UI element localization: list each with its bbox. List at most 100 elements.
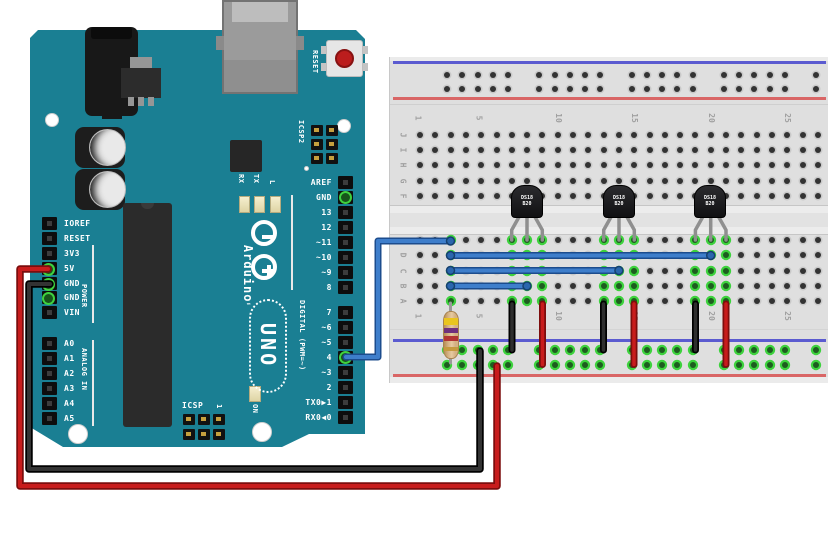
rail-hole[interactable] xyxy=(736,72,743,78)
breadboard-hole[interactable] xyxy=(585,162,592,169)
breadboard-hole[interactable] xyxy=(462,267,469,274)
breadboard-hole[interactable] xyxy=(784,298,791,305)
rail-hole[interactable] xyxy=(736,347,743,353)
rail-hole[interactable] xyxy=(751,362,758,368)
breadboard-hole[interactable] xyxy=(814,237,821,243)
rail-hole[interactable] xyxy=(720,72,727,78)
digital-pin-2[interactable] xyxy=(338,380,353,394)
rail-hole[interactable] xyxy=(628,362,635,368)
breadboard-hole[interactable] xyxy=(493,282,500,289)
breadboard-hole[interactable] xyxy=(707,147,714,154)
breadboard-hole[interactable] xyxy=(784,237,791,243)
breadboard-hole[interactable] xyxy=(462,282,469,289)
breadboard-hole[interactable] xyxy=(570,237,576,243)
breadboard-hole[interactable] xyxy=(784,162,791,169)
breadboard-hole[interactable] xyxy=(417,132,423,138)
breadboard-hole[interactable] xyxy=(462,147,469,154)
breadboard-hole[interactable] xyxy=(661,267,668,274)
breadboard-hole[interactable] xyxy=(631,132,638,138)
rail-hole[interactable] xyxy=(444,86,450,92)
breadboard-hole[interactable] xyxy=(447,237,454,243)
analog-pin-A4[interactable] xyxy=(42,396,57,410)
breadboard-hole[interactable] xyxy=(432,147,439,154)
analog-pin-A2[interactable] xyxy=(42,366,57,380)
rail-hole[interactable] xyxy=(551,86,558,92)
breadboard-hole[interactable] xyxy=(524,147,531,154)
breadboard-hole[interactable] xyxy=(539,132,546,138)
breadboard-hole[interactable] xyxy=(570,162,576,169)
rail-hole[interactable] xyxy=(766,362,773,368)
reset-button[interactable] xyxy=(326,40,363,77)
rail-hole[interactable] xyxy=(736,362,743,368)
breadboard-hole[interactable] xyxy=(784,147,791,154)
breadboard-hole[interactable] xyxy=(447,252,454,259)
breadboard-hole[interactable] xyxy=(753,237,760,243)
breadboard-hole[interactable] xyxy=(784,267,791,274)
breadboard-hole[interactable] xyxy=(524,132,531,138)
breadboard-hole[interactable] xyxy=(447,282,454,289)
breadboard-hole[interactable] xyxy=(570,147,576,154)
breadboard-hole[interactable] xyxy=(723,237,729,243)
breadboard-hole[interactable] xyxy=(570,192,576,199)
rail-hole[interactable] xyxy=(813,347,819,353)
breadboard-hole[interactable] xyxy=(646,132,653,138)
breadboard-hole[interactable] xyxy=(478,192,485,199)
breadboard-hole[interactable] xyxy=(814,162,821,169)
breadboard-hole[interactable] xyxy=(417,282,423,289)
digital-pin-TX0▶1[interactable] xyxy=(338,395,353,409)
breadboard-hole[interactable] xyxy=(539,282,546,289)
rail-hole[interactable] xyxy=(628,86,635,92)
breadboard-hole[interactable] xyxy=(814,252,821,259)
breadboard-hole[interactable] xyxy=(432,177,439,184)
rail-hole[interactable] xyxy=(643,347,650,353)
breadboard-hole[interactable] xyxy=(554,192,561,199)
breadboard-hole[interactable] xyxy=(493,252,500,259)
digital-pin-~11[interactable] xyxy=(338,235,353,249)
breadboard-hole[interactable] xyxy=(462,177,469,184)
breadboard-hole[interactable] xyxy=(677,282,684,289)
breadboard-hole[interactable] xyxy=(646,252,653,259)
breadboard-hole[interactable] xyxy=(478,267,485,274)
rail-hole[interactable] xyxy=(551,72,558,78)
breadboard-hole[interactable] xyxy=(707,252,714,259)
breadboard-hole[interactable] xyxy=(631,282,638,289)
voltage-regulator[interactable] xyxy=(121,68,161,98)
breadboard-hole[interactable] xyxy=(646,267,653,274)
breadboard-hole[interactable] xyxy=(493,298,500,305)
breadboard-hole[interactable] xyxy=(570,177,576,184)
analog-pin-A3[interactable] xyxy=(42,381,57,395)
digital-pin-~9[interactable] xyxy=(338,265,353,279)
rail-hole[interactable] xyxy=(781,347,788,353)
breadboard-hole[interactable] xyxy=(631,267,638,274)
breadboard-hole[interactable] xyxy=(738,298,745,305)
breadboard-hole[interactable] xyxy=(661,147,668,154)
breadboard-hole[interactable] xyxy=(600,252,607,259)
breadboard-hole[interactable] xyxy=(478,132,485,138)
rail-hole[interactable] xyxy=(597,362,604,368)
breadboard-hole[interactable] xyxy=(615,162,622,169)
breadboard-hole[interactable] xyxy=(631,147,638,154)
breadboard-hole[interactable] xyxy=(493,162,500,169)
rail-hole[interactable] xyxy=(781,72,788,78)
rail-hole[interactable] xyxy=(505,86,512,92)
breadboard-hole[interactable] xyxy=(738,177,745,184)
breadboard-hole[interactable] xyxy=(524,177,531,184)
breadboard-hole[interactable] xyxy=(600,177,607,184)
breadboard-hole[interactable] xyxy=(432,162,439,169)
breadboard-hole[interactable] xyxy=(646,162,653,169)
rail-hole[interactable] xyxy=(766,86,773,92)
breadboard-hole[interactable] xyxy=(799,162,806,169)
breadboard-hole[interactable] xyxy=(462,192,469,199)
breadboard-hole[interactable] xyxy=(554,162,561,169)
icsp-pin[interactable] xyxy=(213,429,225,440)
breadboard-hole[interactable] xyxy=(447,192,454,199)
breadboard-hole[interactable] xyxy=(585,298,592,305)
breadboard-hole[interactable] xyxy=(692,282,699,289)
rail-hole[interactable] xyxy=(505,72,512,78)
breadboard-hole[interactable] xyxy=(677,267,684,274)
breadboard-hole[interactable] xyxy=(723,267,729,274)
breadboard-hole[interactable] xyxy=(738,237,745,243)
rail-hole[interactable] xyxy=(489,347,496,353)
usb-port[interactable] xyxy=(216,0,304,94)
breadboard-hole[interactable] xyxy=(417,237,423,243)
